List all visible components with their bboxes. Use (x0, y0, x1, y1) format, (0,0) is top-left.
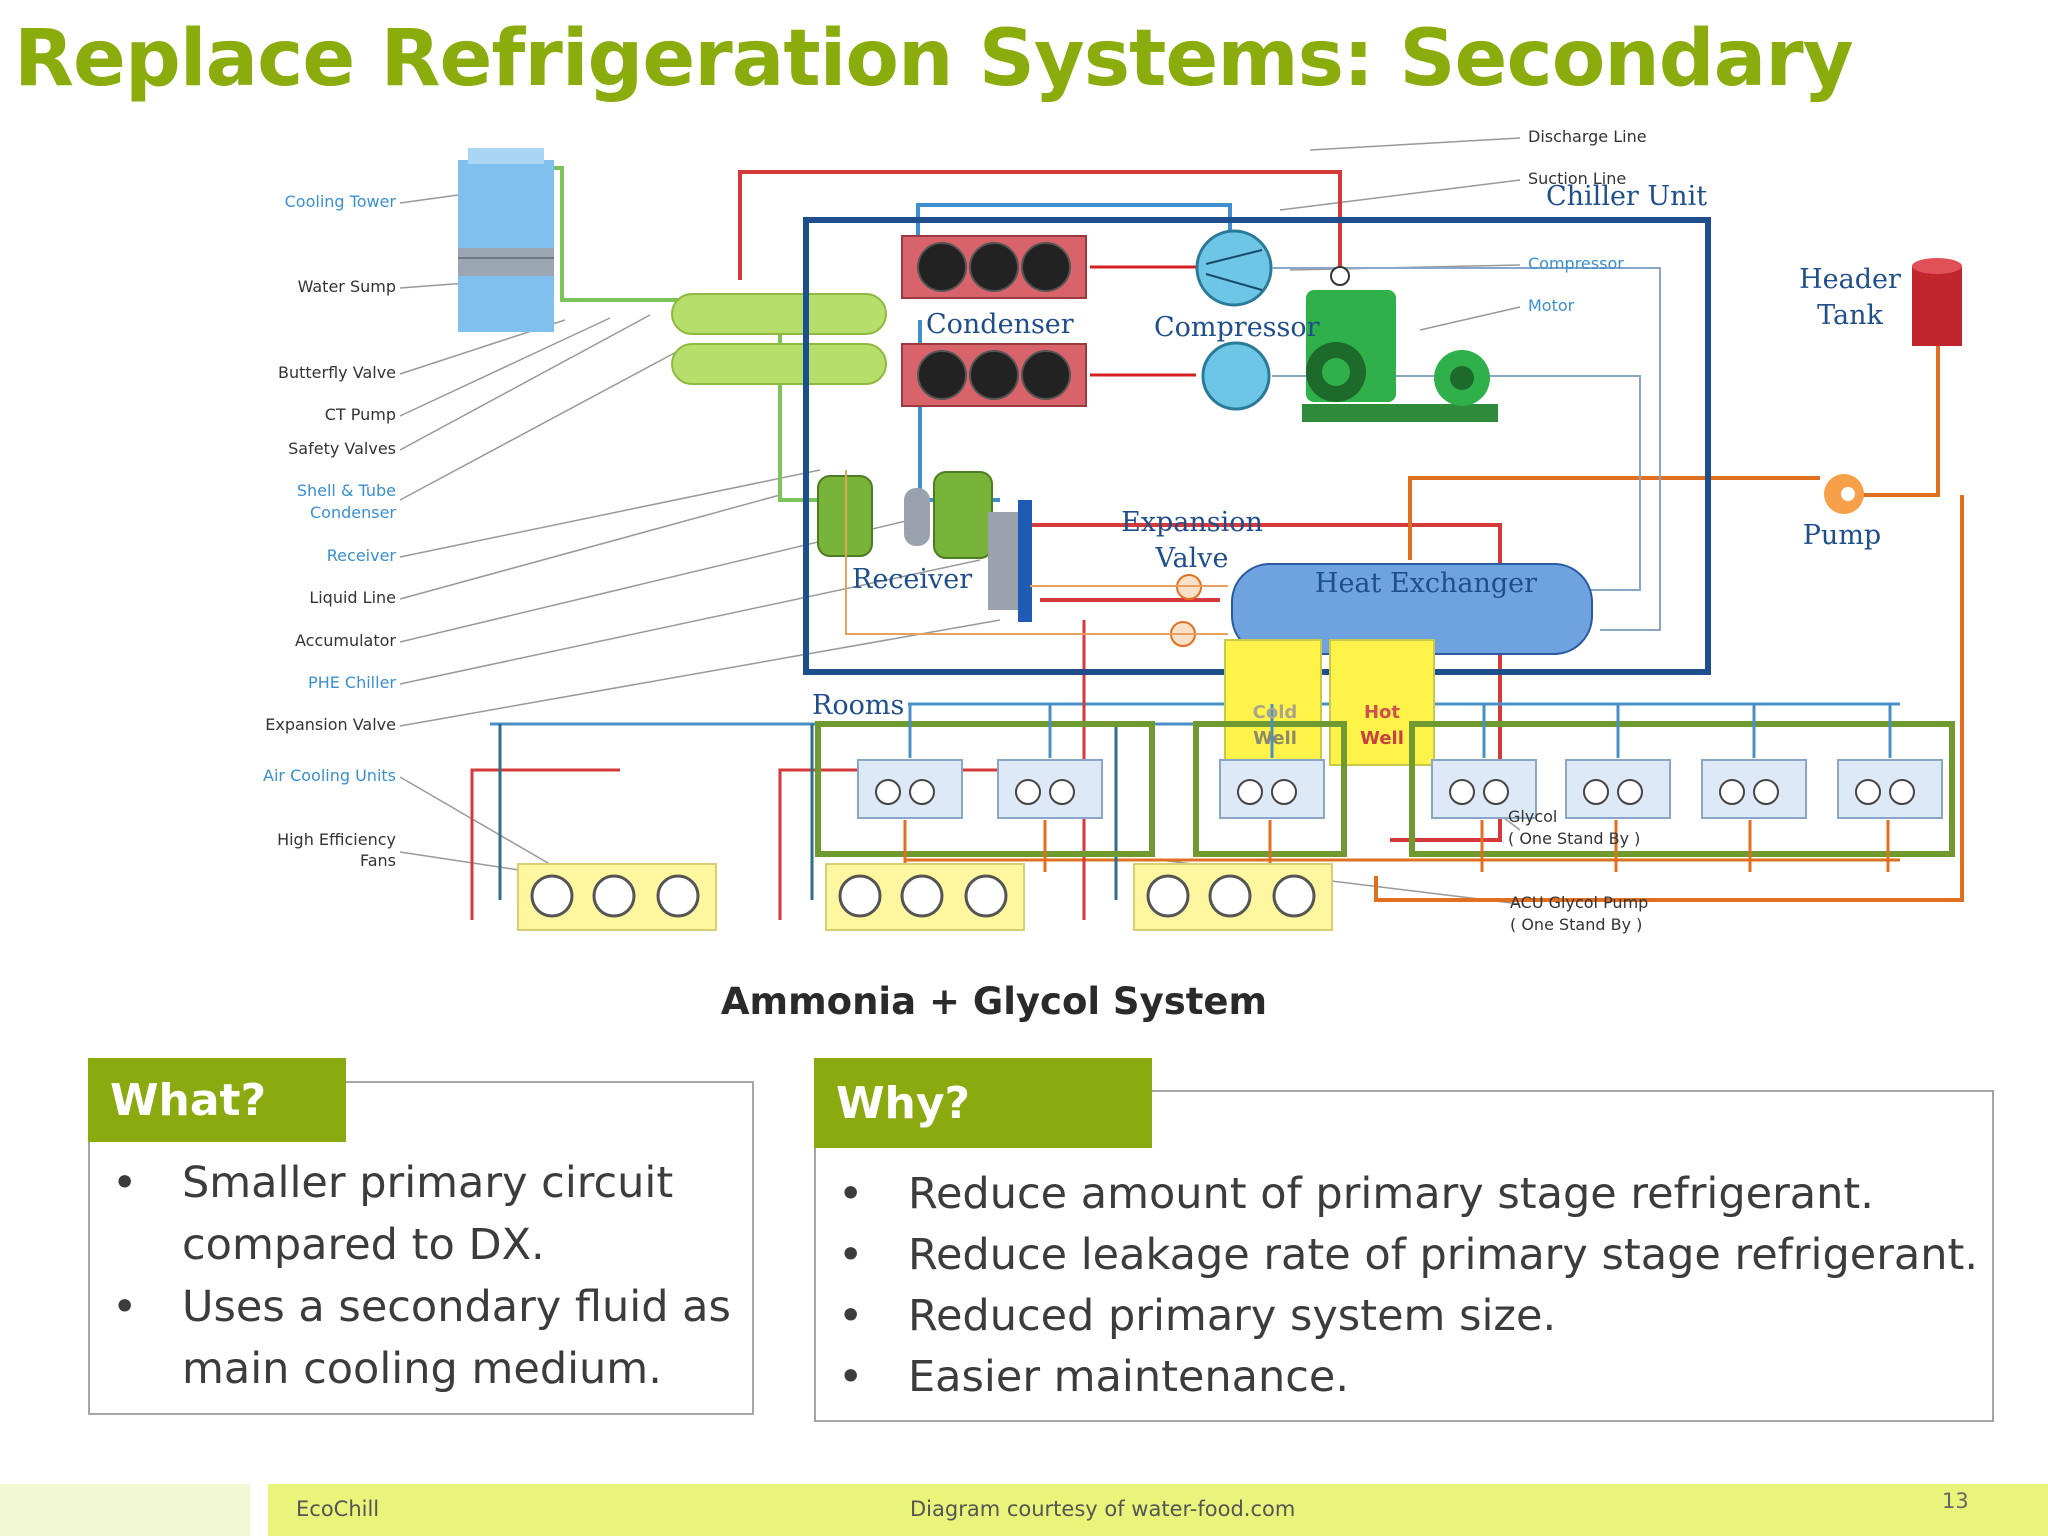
glycol-pump (1824, 474, 1864, 514)
refrigeration-diagram: Cooling Tower Water Sump Butterfly Valve… (263, 127, 1964, 1023)
footer-credit: Diagram courtesy of water-food.com (910, 1497, 1296, 1521)
label-compressor: Compressor (1154, 312, 1320, 343)
label-heat-exchanger: Heat Exchanger (1315, 568, 1537, 599)
label-receiver-left: Receiver (327, 546, 397, 565)
what-bullet-2-line1: Uses a secondary fluid as (182, 1282, 731, 1332)
cooling-tower (458, 148, 554, 332)
why-bullet-3: •Reduced primary system size. (838, 1291, 1557, 1341)
label-hot-well: Well (1360, 728, 1404, 749)
room-return-drops (903, 820, 1890, 872)
label-header: Header (1799, 264, 1901, 295)
why-bullet-4: •Easier maintenance. (838, 1352, 1350, 1402)
why-bullet-1: •Reduce amount of primary stage refriger… (838, 1169, 1874, 1219)
label-compressor-right: Compressor (1528, 254, 1624, 273)
label-expansion-valve-left: Expansion Valve (265, 715, 396, 734)
what-bullet-2-line2: main cooling medium. (182, 1344, 662, 1394)
label-cold: Cold (1253, 702, 1298, 723)
label-liquid-line: Liquid Line (309, 588, 396, 607)
label-glycol: Glycol (1508, 807, 1557, 826)
label-valve: Valve (1155, 543, 1229, 574)
label-hot: Hot (1364, 702, 1400, 723)
receivers (817, 471, 1032, 622)
why-bullet-3-text: Reduced primary system size. (908, 1291, 1557, 1341)
compressors (1195, 229, 1273, 411)
label-rooms: Rooms (812, 690, 904, 721)
right-labels: Discharge Line Suction Line Compressor M… (1508, 127, 1648, 934)
motor (1302, 266, 1498, 422)
label-motor: Motor (1528, 296, 1575, 315)
condenser-units (901, 235, 1087, 407)
why-bullet-2-text: Reduce leakage rate of primary stage ref… (908, 1230, 1979, 1280)
label-discharge-line: Discharge Line (1528, 127, 1647, 146)
well-labels: Cold Well Hot Well (1253, 702, 1404, 749)
label-safety-valves: Safety Valves (288, 439, 396, 458)
label-acu-glycol-pump: ACU Glycol Pump (1510, 893, 1648, 912)
label-cooling-tower: Cooling Tower (285, 192, 397, 211)
label-fans: Fans (360, 851, 396, 870)
label-one-stand-by-2: ( One Stand By ) (1510, 915, 1642, 934)
label-accumulator: Accumulator (295, 631, 396, 650)
why-list: •Reduce amount of primary stage refriger… (822, 1164, 1988, 1408)
what-heading: What? (88, 1058, 346, 1142)
label-one-stand-by-1: ( One Stand By ) (1508, 829, 1640, 848)
label-butterfly-valve: Butterfly Valve (278, 363, 396, 382)
label-expansion: Expansion (1121, 507, 1263, 538)
label-condenser: Condenser (926, 309, 1074, 340)
label-receiver: Receiver (852, 564, 972, 595)
label-water-sump: Water Sump (298, 277, 396, 296)
fan-units (517, 863, 1333, 931)
label-shell-tube: Shell & Tube (297, 481, 396, 500)
label-tank: Tank (1817, 300, 1883, 331)
label-cold-well: Well (1253, 728, 1297, 749)
label-suction-line: Suction Line (1528, 169, 1626, 188)
label-air-cooling-units: Air Cooling Units (263, 766, 396, 785)
room-supply-drops (908, 704, 1892, 758)
label-high-efficiency: High Efficiency (277, 830, 396, 849)
page-number: 13 (1942, 1489, 1969, 1513)
what-bullet-1-line2: compared to DX. (182, 1220, 545, 1270)
label-condenser-left: Condenser (310, 503, 396, 522)
overlay-labels: Chiller Unit Condenser Compressor Receiv… (812, 181, 1901, 721)
label-phe-chiller: PHE Chiller (308, 673, 396, 692)
footer-brand: EcoChill (296, 1497, 380, 1521)
left-labels: Cooling Tower Water Sump Butterfly Valve… (263, 192, 396, 870)
why-bullet-2: •Reduce leakage rate of primary stage re… (838, 1230, 1979, 1280)
header-tank (1912, 258, 1962, 346)
air-cooling-units (857, 759, 1943, 819)
why-bullet-4-text: Easier maintenance. (908, 1352, 1350, 1402)
condenser-feed-lines (1090, 265, 1196, 377)
diagram-caption: Ammonia + Glycol System (721, 980, 1267, 1023)
what-bullet-1-line1: Smaller primary circuit (182, 1158, 674, 1208)
label-ct-pump: CT Pump (325, 405, 396, 424)
expansion-lines (845, 470, 1228, 635)
label-pump: Pump (1803, 520, 1881, 551)
slide-title: Replace Refrigeration Systems: Secondary (14, 14, 1854, 104)
shell-tube-condenser (671, 293, 887, 385)
why-heading: Why? (814, 1058, 1152, 1148)
footer-left-panel (0, 1484, 250, 1536)
label-chiller-unit: Chiller Unit (1546, 181, 1707, 212)
footer-bar (268, 1484, 2048, 1536)
why-bullet-1-text: Reduce amount of primary stage refrigera… (908, 1169, 1874, 1219)
